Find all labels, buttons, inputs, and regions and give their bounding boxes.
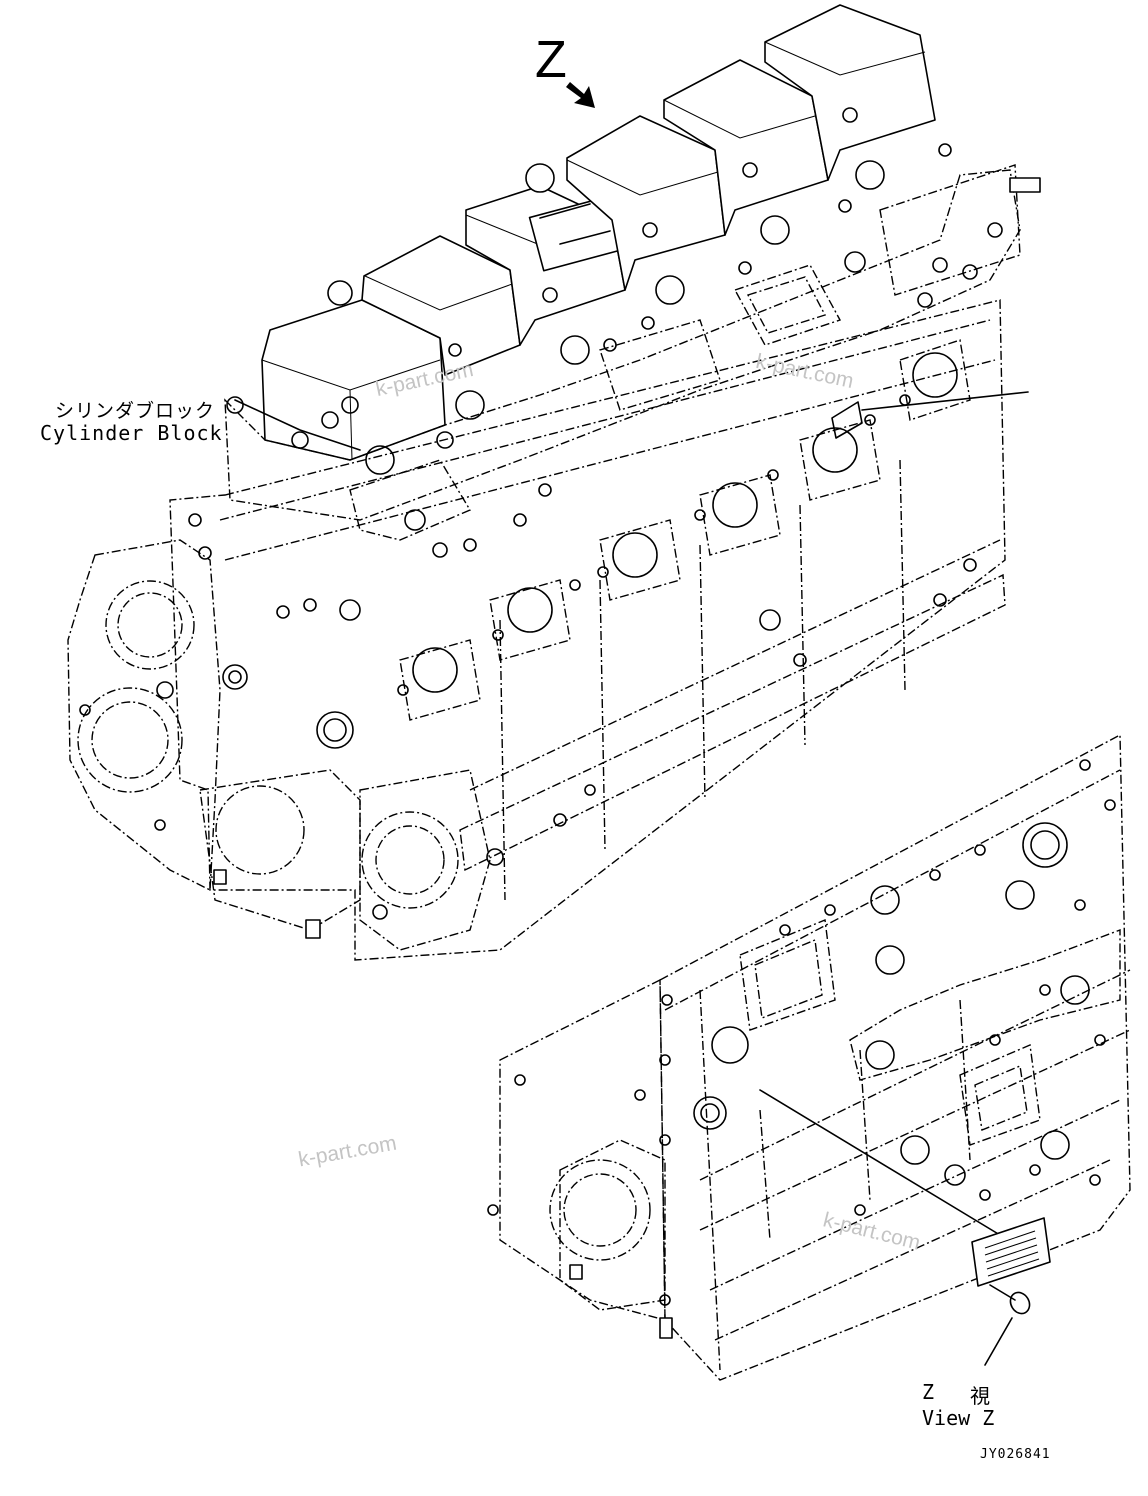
view-z-block <box>487 733 1131 1381</box>
nameplate <box>759 1089 1051 1287</box>
front-gear-housing <box>67 539 248 892</box>
intake-manifold <box>349 164 1041 558</box>
view-z-label-jp-char: 視 <box>970 1384 990 1408</box>
view-z-arrow <box>566 82 595 108</box>
block-bolts <box>188 394 977 920</box>
cylinder-block-body <box>169 299 1006 961</box>
cylinder-block-label-en: Cylinder Block <box>40 421 223 445</box>
rear-housing <box>199 711 491 951</box>
drive-screw <box>984 1284 1031 1366</box>
block-side-ports <box>399 339 971 721</box>
view-z-marker: Z <box>535 31 567 89</box>
nameplate-location <box>831 391 1029 439</box>
view-z-label-en: View Z <box>922 1406 995 1430</box>
cylinder-block-label-jp: シリンダブロック <box>55 400 216 422</box>
rocker-covers <box>261 4 936 461</box>
drawing-id: JY026841 <box>980 1447 1051 1462</box>
view-z-label-jp-letter: Z <box>922 1380 935 1404</box>
cylinder-heads <box>224 107 1021 521</box>
